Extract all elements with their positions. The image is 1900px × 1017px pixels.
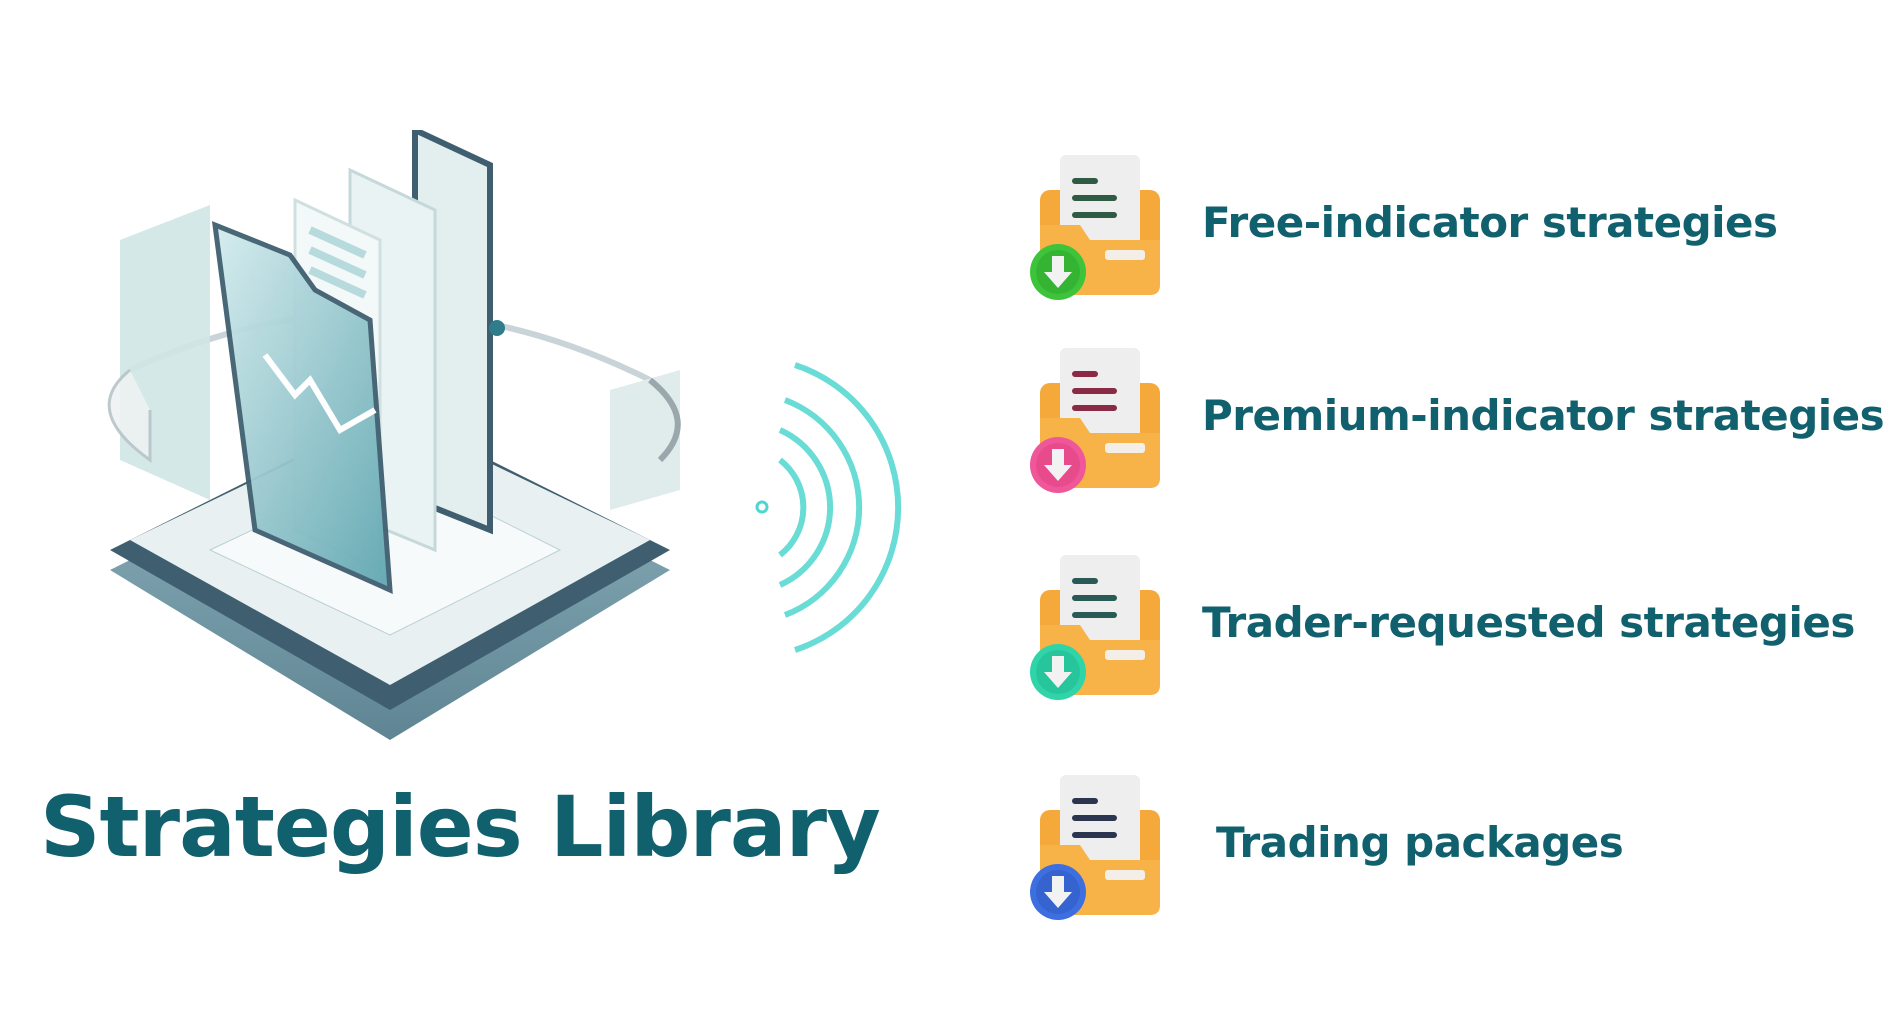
folder-download-blue-icon [1030,775,1160,920]
category-label: Free-indicator strategies [1202,198,1778,248]
category-trading-packages[interactable]: Trading packages [1020,770,1900,920]
strategies-library-illustration [90,125,710,750]
folder-download-pink-icon [1030,348,1160,493]
folder-download-teal-icon [1030,555,1160,700]
category-premium-indicator[interactable]: Premium-indicator strategies [1020,343,1900,493]
category-label: Trader-requested strategies [1202,598,1855,648]
category-trader-requested[interactable]: Trader-requested strategies [1020,550,1900,700]
category-label: Premium-indicator strategies [1202,391,1885,441]
page-title: Strategies Library [40,778,881,876]
signal-waves-icon [740,350,930,670]
folder-download-green-icon [1030,155,1160,300]
category-free-indicator[interactable]: Free-indicator strategies [1020,150,1900,300]
category-label: Trading packages [1216,818,1624,868]
